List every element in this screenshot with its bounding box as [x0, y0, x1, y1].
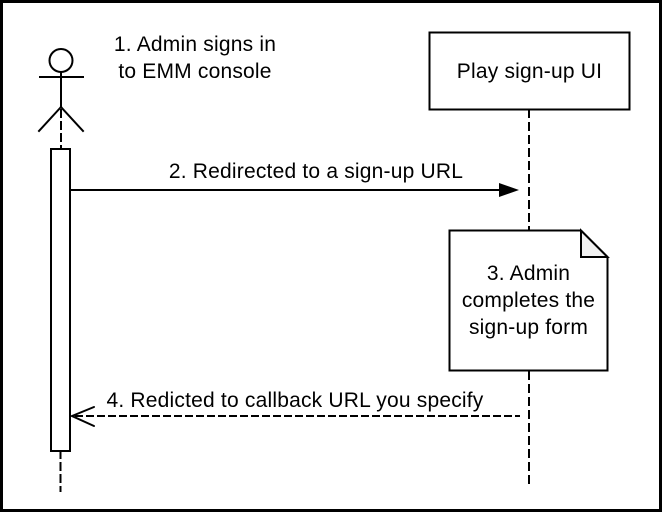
play-signup-ui-box-label: Play sign-up UI	[456, 59, 603, 83]
callback-return-arrowhead-icon	[69, 406, 95, 427]
signup-redirect-arrowhead-icon	[499, 183, 519, 197]
actor-left-leg	[37, 105, 63, 133]
activation-bar	[50, 148, 71, 452]
actor-right-leg	[59, 105, 85, 133]
note-fold-icon	[580, 228, 610, 258]
admin-actor-icon	[37, 48, 85, 133]
step1-caption: 1. Admin signs in to EMM console	[113, 33, 277, 83]
step4-message-label: 4. Redicted to callback URL you specify	[106, 389, 484, 412]
play-signup-ui-box	[428, 31, 631, 111]
note-outline	[448, 229, 609, 372]
note-shape	[448, 228, 610, 372]
step2-message-label: 2. Redirected to a sign-up URL	[168, 160, 464, 183]
signup-redirect-arrow	[69, 183, 519, 197]
step3-note-text: 3. Admin completes the sign-up form	[461, 262, 596, 339]
callback-return-arrow	[69, 406, 520, 427]
actor-head	[48, 48, 74, 73]
